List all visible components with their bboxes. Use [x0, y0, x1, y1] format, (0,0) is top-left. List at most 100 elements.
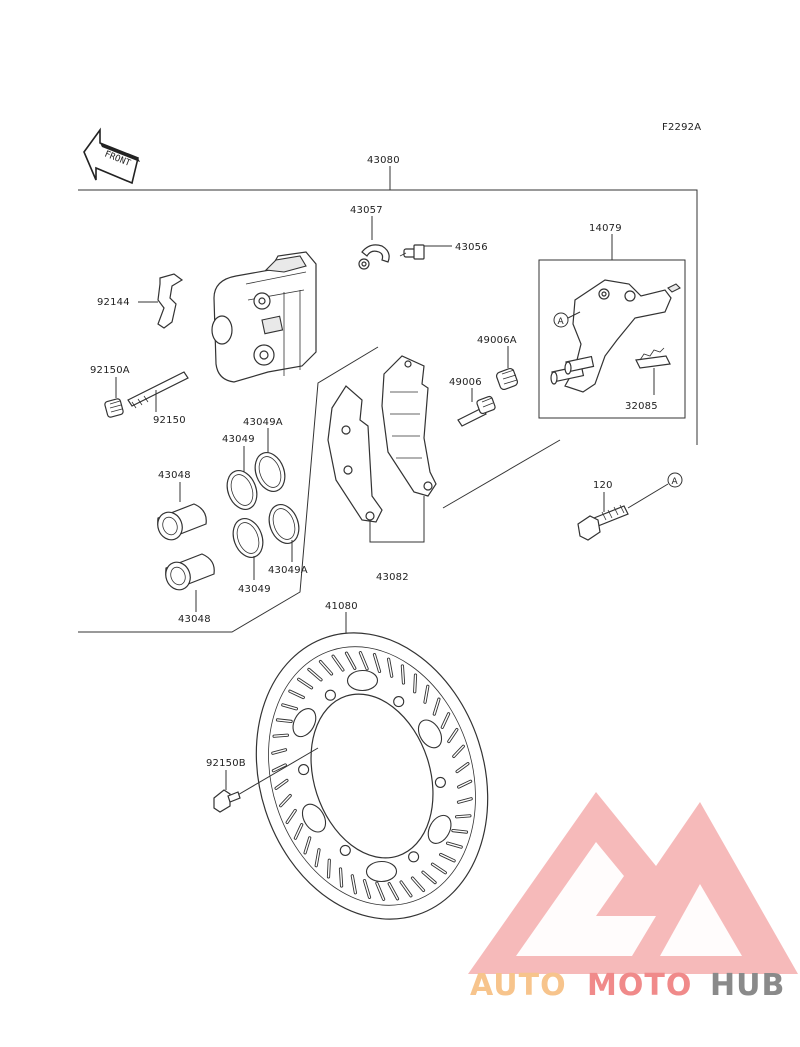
disc-slot: [453, 745, 464, 758]
disc-slot: [363, 879, 371, 898]
seal-lower-part: [232, 504, 300, 558]
disc-slot: [400, 881, 412, 897]
piston-lower-part: [165, 553, 215, 591]
disc-slot: [273, 734, 289, 737]
caliper-body-part: [211, 251, 317, 383]
disc-slot: [431, 863, 446, 874]
disc-carrier-window: [427, 814, 452, 844]
caliper-holder-part: [550, 279, 681, 393]
disc-slot: [286, 809, 296, 824]
disc-slot: [414, 674, 417, 693]
bracket-part: [358, 244, 390, 270]
disc-carrier-window: [417, 719, 443, 749]
brand-word-moto: MOTO: [587, 968, 692, 1003]
disc-mount-hole: [324, 689, 336, 701]
disc-slot: [275, 779, 288, 789]
disc-slot: [359, 652, 368, 670]
disc-slot: [458, 780, 472, 788]
label-bleeder: 43056: [455, 242, 488, 253]
label-boot-a: 49006A: [477, 335, 517, 346]
disc-slot: [289, 690, 304, 699]
disc-slot: [276, 719, 292, 723]
disc-carrier-window: [365, 860, 398, 883]
disc-slot: [327, 859, 330, 878]
label-piston-1: 43048: [158, 470, 191, 481]
disc-slot: [422, 871, 436, 884]
disc-carrier-windows: [292, 669, 452, 883]
disc-slot: [448, 728, 458, 743]
disc-slot: [376, 882, 385, 900]
label-disc: 41080: [325, 601, 358, 612]
label-seal-a-1: 43049A: [243, 417, 283, 428]
holder-box: [538, 259, 686, 419]
disc-slot: [319, 660, 333, 675]
label-seal-2: 43049: [238, 584, 271, 595]
disc-mount-hole: [408, 851, 420, 863]
disc-cooling-slots: [271, 651, 473, 901]
ref-marker-a-bolt: A: [667, 472, 683, 488]
disc-mount-hole: [393, 696, 405, 708]
disc-slot: [388, 883, 399, 900]
disc-slot: [332, 655, 344, 671]
label-seal-1: 43049: [222, 434, 255, 445]
disc-slot: [304, 837, 311, 854]
plug-part: [104, 398, 124, 418]
label-boot: 49006: [449, 377, 482, 388]
automotohub-watermark: AUTO MOTO HUB: [468, 792, 798, 1003]
disc-slot: [315, 849, 320, 867]
disc-slot: [272, 749, 287, 754]
disc-slot: [351, 875, 357, 894]
svg-text:A: A: [672, 477, 679, 487]
disc-slot: [401, 665, 405, 684]
disc-slot: [455, 815, 471, 818]
disc-slot: [446, 842, 462, 848]
label-disc-bolt: 92150B: [206, 758, 246, 769]
bleeder-valve-part: [399, 244, 425, 260]
label-pad-spring: 92144: [97, 297, 130, 308]
label-holder: 14079: [589, 223, 622, 234]
brake-disc-part: [255, 632, 489, 920]
caliper-bolt-part: [577, 504, 629, 541]
caliper-assembly-frame: [78, 166, 698, 633]
disc-carrier-window: [346, 669, 379, 692]
disc-slot: [298, 678, 313, 689]
label-caliper-assy: 43080: [367, 155, 400, 166]
label-bracket: 43057: [350, 205, 383, 216]
disc-slot: [452, 829, 468, 833]
svg-text:A: A: [558, 317, 565, 327]
disc-mount-hole: [339, 844, 351, 856]
disc-slot: [280, 794, 291, 807]
disc-slot: [339, 868, 343, 887]
brake-pad-right-part: [381, 355, 437, 497]
disc-slot: [441, 713, 450, 728]
disc-slot: [294, 824, 303, 839]
disc-slot: [433, 698, 440, 715]
label-piston-2: 43048: [178, 614, 211, 625]
disc-slot: [456, 763, 469, 773]
disc-slot: [457, 798, 472, 803]
disc-slot: [345, 652, 356, 669]
disc-bolt-part: [213, 789, 241, 813]
front-arrow-icon: FRONT: [83, 127, 140, 185]
label-seal-a-2: 43049A: [268, 565, 308, 576]
brand-word-auto: AUTO: [470, 968, 567, 1003]
seal-upper-part: [226, 452, 286, 510]
brake-pad-left-part: [327, 385, 383, 523]
disc-slot: [373, 654, 381, 673]
label-pin: 92150: [153, 415, 186, 426]
disc-mount-hole: [298, 764, 310, 776]
disc-slot: [411, 877, 425, 892]
piston-upper-part: [157, 503, 207, 541]
boot-a-part: [495, 367, 519, 391]
disc-slot: [282, 704, 298, 710]
disc-mount-hole: [434, 776, 446, 788]
label-plug: 92150A: [90, 365, 130, 376]
disc-carrier-window: [301, 803, 327, 833]
disc-mount-holes: [298, 689, 446, 863]
label-pads: 43082: [376, 572, 409, 583]
disc-carrier-window: [292, 708, 317, 738]
diagram-code: F2292A: [662, 122, 701, 133]
pin-part: [127, 371, 189, 409]
disc-slot: [424, 685, 429, 703]
